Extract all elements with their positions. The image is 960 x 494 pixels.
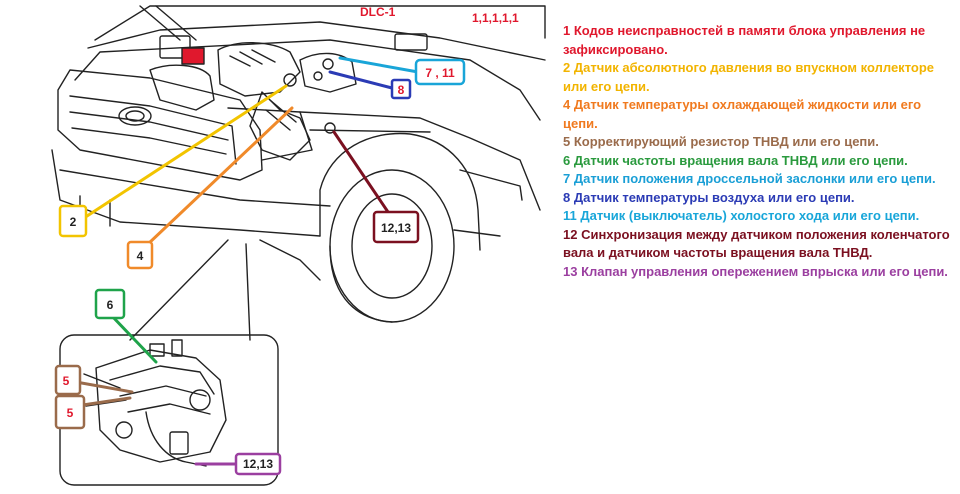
legend-item-1: 1 Кодов неисправностей в памяти блока уп… bbox=[563, 23, 926, 57]
marker-2: 2 bbox=[58, 204, 88, 238]
marker-4-text: 4 bbox=[137, 249, 144, 263]
fault-code-legend: 1 Кодов неисправностей в памяти блока уп… bbox=[563, 22, 955, 281]
legend-item-12: 12 Синхронизация между датчиком положени… bbox=[563, 226, 950, 261]
marker-8: 8 bbox=[390, 78, 412, 100]
marker-5-upper: 5 bbox=[54, 364, 82, 396]
marker-12-13-top: 12,13 bbox=[372, 210, 420, 244]
legend-item-6: 6 Датчик частоты вращения вала ТНВД или … bbox=[563, 152, 908, 168]
marker-6-text: 6 bbox=[107, 298, 114, 312]
marker-12-13-bottom: 12,13 bbox=[234, 452, 282, 476]
legend-item-11: 11 Датчик (выключатель) холостого хода и… bbox=[563, 208, 920, 223]
marker-2-text: 2 bbox=[70, 215, 77, 229]
dlc-label: DLC-1 bbox=[360, 5, 396, 19]
marker-5-upper-text: 5 bbox=[63, 374, 70, 388]
marker-12-13-top-text: 12,13 bbox=[381, 221, 411, 235]
marker-5-lower: 5 bbox=[54, 394, 86, 430]
marker-8-text: 8 bbox=[398, 83, 405, 97]
leader-lines bbox=[74, 56, 420, 466]
legend-item-5: 5 Корректирующий резистор ТНВД или его ц… bbox=[563, 134, 879, 149]
legend-item-7: 7 Датчик положения дроссельной заслонки … bbox=[563, 171, 936, 186]
vehicle-line-art bbox=[51, 5, 546, 486]
legend-item-2: 2 Датчик абсолютного давления во впускно… bbox=[563, 60, 934, 94]
marker-6: 6 bbox=[94, 288, 126, 320]
marker-4: 4 bbox=[126, 240, 154, 270]
engine-sensor-diagram: DLC-1 1,1,1,1,1 2 4 6 7 , 11 8 12,13 5 5… bbox=[51, 5, 546, 486]
marker-7-11: 7 , 11 bbox=[414, 58, 466, 86]
legend-item-8: 8 Датчик температуры воздуха или его цеп… bbox=[563, 189, 855, 205]
marker-5-lower-text: 5 bbox=[67, 406, 74, 420]
marker-7-11-text: 7 , 11 bbox=[425, 66, 455, 80]
legend-item-4: 4 Датчик температуры охлаждающей жидкост… bbox=[563, 97, 922, 131]
marker-12-13-bottom-text: 12,13 bbox=[243, 457, 273, 471]
legend-item-13: 13 Клапан управления опережением впрыска… bbox=[563, 263, 948, 279]
codes-label: 1,1,1,1,1 bbox=[472, 11, 519, 25]
